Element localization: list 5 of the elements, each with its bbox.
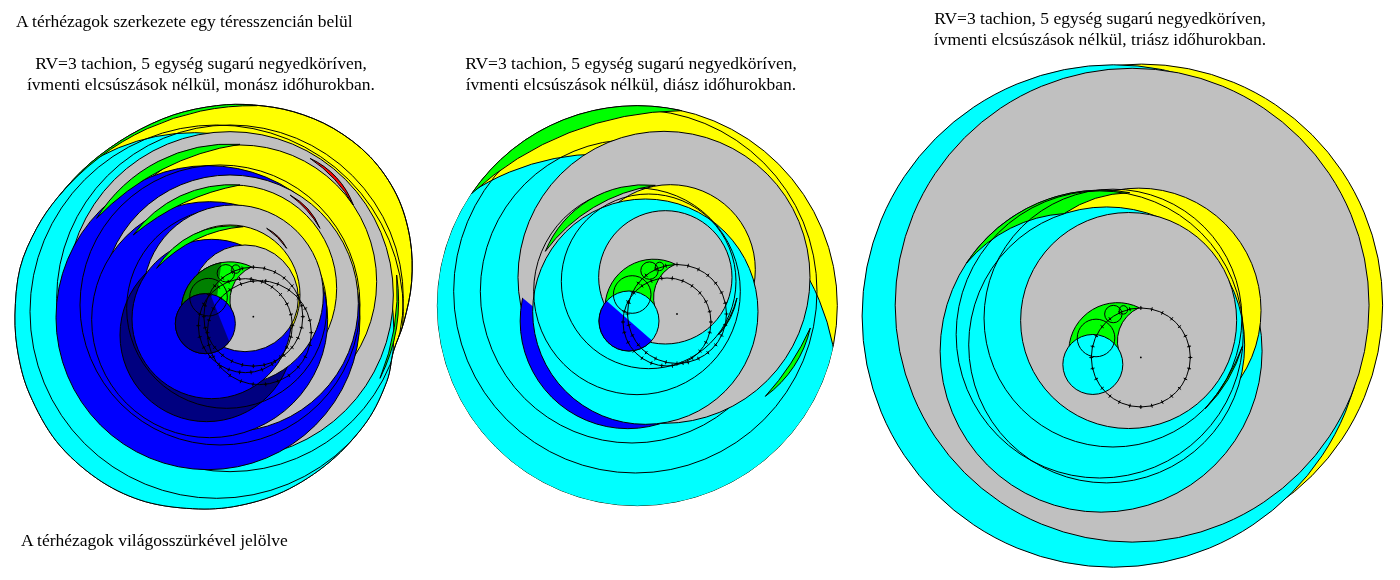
panel-caption: RV=3 tachion, 5 egység sugarú negyedköríven, ívmenti elcsúszások nélkül, triász időhurokban.	[932, 8, 1268, 50]
panel-caption: RV=3 tachion, 5 egység sugarú negyedköríven, ívmenti elcsúszások nélkül, diász időhurokban.	[464, 53, 798, 95]
panel-caption: RV=3 tachion, 5 egység sugarú negyedköríven, ívmenti elcsúszások nélkül, monász időhurokban.	[26, 53, 376, 95]
diagram-title: A térhézagok szerkezete egy téresszencián belül	[16, 11, 353, 32]
figure-caption: A térhézagok világosszürkével jelölve	[21, 530, 288, 551]
